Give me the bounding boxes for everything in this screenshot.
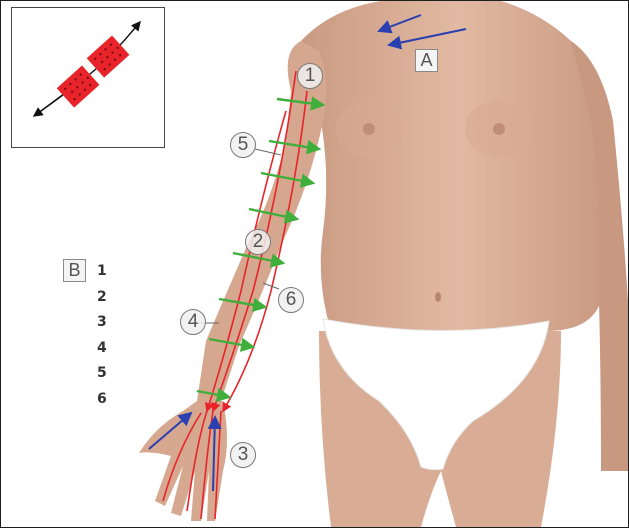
tape-label-1: 1	[297, 63, 323, 89]
tape-label-4: 4	[180, 309, 206, 335]
navel	[435, 292, 441, 302]
tension-line	[34, 22, 140, 116]
step-legend: 1 2 3 4 5 6	[97, 259, 107, 412]
inset-drawing	[12, 8, 164, 147]
legend-item: 4	[97, 336, 107, 362]
panel-label-b: B	[63, 259, 86, 282]
tape-label-2: 2	[245, 229, 271, 255]
legend-item: 5	[97, 361, 107, 387]
nipple-left	[363, 123, 375, 135]
legend-item: 2	[97, 285, 107, 311]
tape-technique-inset	[11, 7, 165, 148]
nipple-right	[493, 123, 505, 135]
tape-label-6: 6	[278, 287, 304, 313]
tape-label-5: 5	[230, 132, 256, 158]
panel-label-a: A	[415, 49, 438, 72]
tape-label-3: 3	[230, 442, 256, 468]
legend-item: 3	[97, 310, 107, 336]
torso	[301, 1, 613, 331]
legend-item: 6	[97, 387, 107, 413]
legend-item: 1	[97, 259, 107, 285]
